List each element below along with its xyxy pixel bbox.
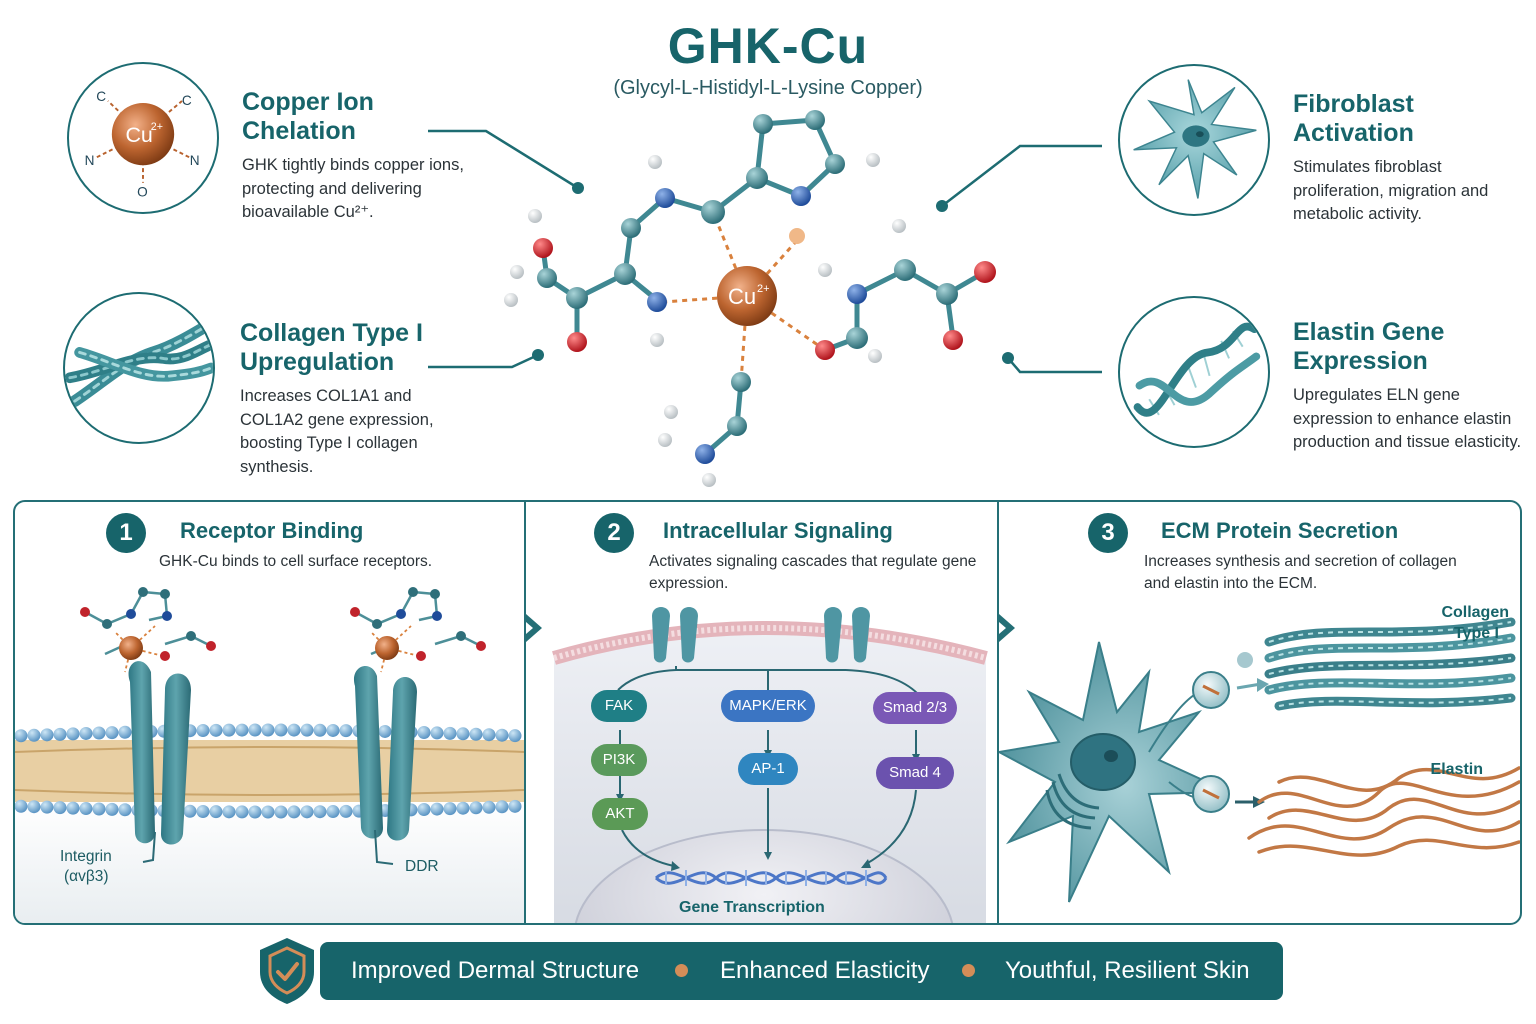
page-header: GHK-Cu (Glycyl-L-Histidyl-L-Lysine Coppe… <box>0 18 1536 102</box>
copper-ion-icon: Cu 2+ C C N N O <box>67 62 219 214</box>
gene-transcription-label: Gene Transcription <box>679 899 825 916</box>
pathway-smad23: Smad 2/3 <box>873 692 957 724</box>
ddr-label: DDR <box>405 858 439 875</box>
step-description: Activates signaling cascades that regula… <box>649 553 977 592</box>
svg-text:N: N <box>190 153 200 168</box>
pathway-mapk-erk: MAPK/ERK <box>721 690 815 722</box>
svg-text:N: N <box>85 153 95 168</box>
feature-title: Collagen Type I Upregulation <box>240 319 423 376</box>
svg-text:O: O <box>137 184 148 199</box>
ecm-secretion-illustration <box>999 617 1520 903</box>
step-description: GHK-Cu binds to cell surface receptors. <box>159 553 433 570</box>
svg-text:Cu: Cu <box>125 123 152 147</box>
panel-divider <box>997 502 999 923</box>
feature-title: Elastin Gene Expression <box>1293 318 1445 375</box>
svg-text:2+: 2+ <box>151 121 163 133</box>
feature-elastin-expression: Elastin Gene Expression Upregulates ELN … <box>1293 318 1523 455</box>
feature-copper-chelation: Copper Ion Chelation GHK tightly binds c… <box>242 88 472 225</box>
feature-title: Copper Ion Chelation <box>242 88 374 145</box>
collagen-label-line2: Type I <box>1453 625 1499 642</box>
feature-description: Upregulates ELN gene expression to enhan… <box>1293 386 1522 451</box>
step-title: Receptor Binding <box>180 518 364 543</box>
integrin-label: Integrin (αvβ3) <box>60 847 112 887</box>
pathway-smad4: Smad 4 <box>876 757 954 789</box>
chevron-right-icon <box>526 614 542 642</box>
collagen-type-label: Collagen Type I <box>1409 602 1509 644</box>
step-panel-ecm-secretion: 3 ECM Protein Secretion Increases synthe… <box>999 502 1520 923</box>
step-number: 1 <box>106 513 146 553</box>
fibroblast-cell-icon <box>1118 64 1270 216</box>
step-title: Intracellular Signaling <box>663 518 893 543</box>
panel-divider <box>524 502 526 923</box>
collagen-label-line1: Collagen <box>1441 604 1509 621</box>
feature-fibroblast-activation: Fibroblast Activation Stimulates fibrobl… <box>1293 90 1523 227</box>
banner-separator <box>962 964 975 977</box>
integrin-label-subunit: (αvβ3) <box>64 868 109 885</box>
benefits-banner: Improved Dermal Structure Enhanced Elast… <box>320 942 1283 1000</box>
feature-collagen-upregulation: Collagen Type I Upregulation Increases C… <box>240 319 470 479</box>
elastin-label: Elastin <box>1430 761 1483 778</box>
benefit-dermal-structure: Improved Dermal Structure <box>351 957 640 984</box>
collagen-fiber-icon <box>63 292 215 444</box>
step-panel-receptor-binding: 1 Receptor Binding GHK-Cu binds to cell … <box>15 502 524 923</box>
step-number: 3 <box>1088 513 1128 553</box>
feature-title: Fibroblast Activation <box>1293 90 1414 147</box>
svg-text:Cu: Cu <box>728 284 756 309</box>
benefit-elasticity: Enhanced Elasticity <box>720 957 930 984</box>
banner-separator <box>675 964 688 977</box>
pathway-fak: FAK <box>591 690 647 722</box>
dna-helix-icon <box>1118 296 1270 448</box>
step-panel-intracellular-signaling: 2 Intracellular Signaling Activates sign… <box>526 502 997 923</box>
feature-description: Increases COL1A1 and COL1A2 gene express… <box>240 387 434 476</box>
shield-check-icon <box>260 938 314 1004</box>
svg-text:C: C <box>182 93 192 108</box>
svg-text:2+: 2+ <box>757 283 770 295</box>
page-subtitle: (Glycyl-L-Histidyl-L-Lysine Copper) <box>613 77 923 99</box>
integrin-label-name: Integrin <box>60 848 112 865</box>
pathway-ap1: AP-1 <box>738 753 798 785</box>
pathway-akt: AKT <box>592 798 648 830</box>
step-number: 2 <box>594 513 634 553</box>
step-description: Increases synthesis and secretion of col… <box>1144 553 1457 592</box>
feature-description: Stimulates fibroblast proliferation, mig… <box>1293 158 1489 223</box>
cell-membrane-illustration <box>15 587 524 923</box>
feature-description: GHK tightly binds copper ions, protectin… <box>242 156 464 221</box>
benefit-resilient-skin: Youthful, Resilient Skin <box>1005 957 1250 984</box>
pathway-pi3k: PI3K <box>591 744 647 776</box>
page-title: GHK-Cu <box>667 18 869 74</box>
ghk-cu-molecule: Cu 2+ <box>504 110 996 487</box>
svg-text:C: C <box>96 89 106 104</box>
chevron-right-icon <box>999 614 1015 642</box>
step-title: ECM Protein Secretion <box>1161 518 1399 543</box>
mechanism-panel-group: 1 Receptor Binding GHK-Cu binds to cell … <box>13 500 1522 925</box>
